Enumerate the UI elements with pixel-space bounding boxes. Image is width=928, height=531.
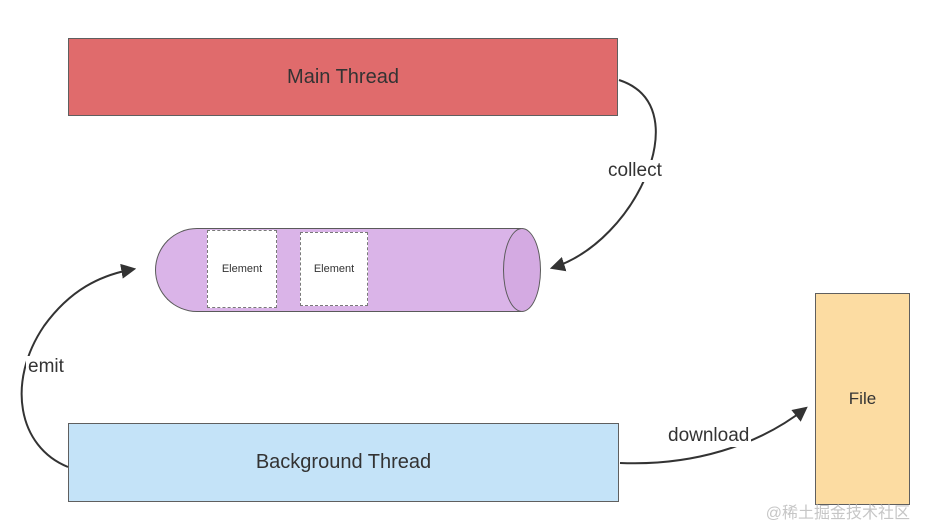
main-thread-box: Main Thread [68,38,618,116]
pipe-end-ellipse [503,228,541,312]
emit-label: emit [26,356,66,378]
pipe-element-2-label: Element [313,263,355,275]
main-thread-label: Main Thread [287,65,399,88]
background-thread-box: Background Thread [68,423,619,502]
pipe-element-1-label: Element [221,263,263,275]
download-label: download [666,425,752,447]
pipe-element-1: Element [207,230,277,308]
watermark: @稀土掘金技术社区 [765,505,910,522]
file-label: File [848,389,877,408]
file-box: File [815,293,910,505]
pipe-element-2: Element [300,232,368,306]
background-thread-label: Background Thread [255,451,432,473]
collect-label: collect [606,160,664,182]
